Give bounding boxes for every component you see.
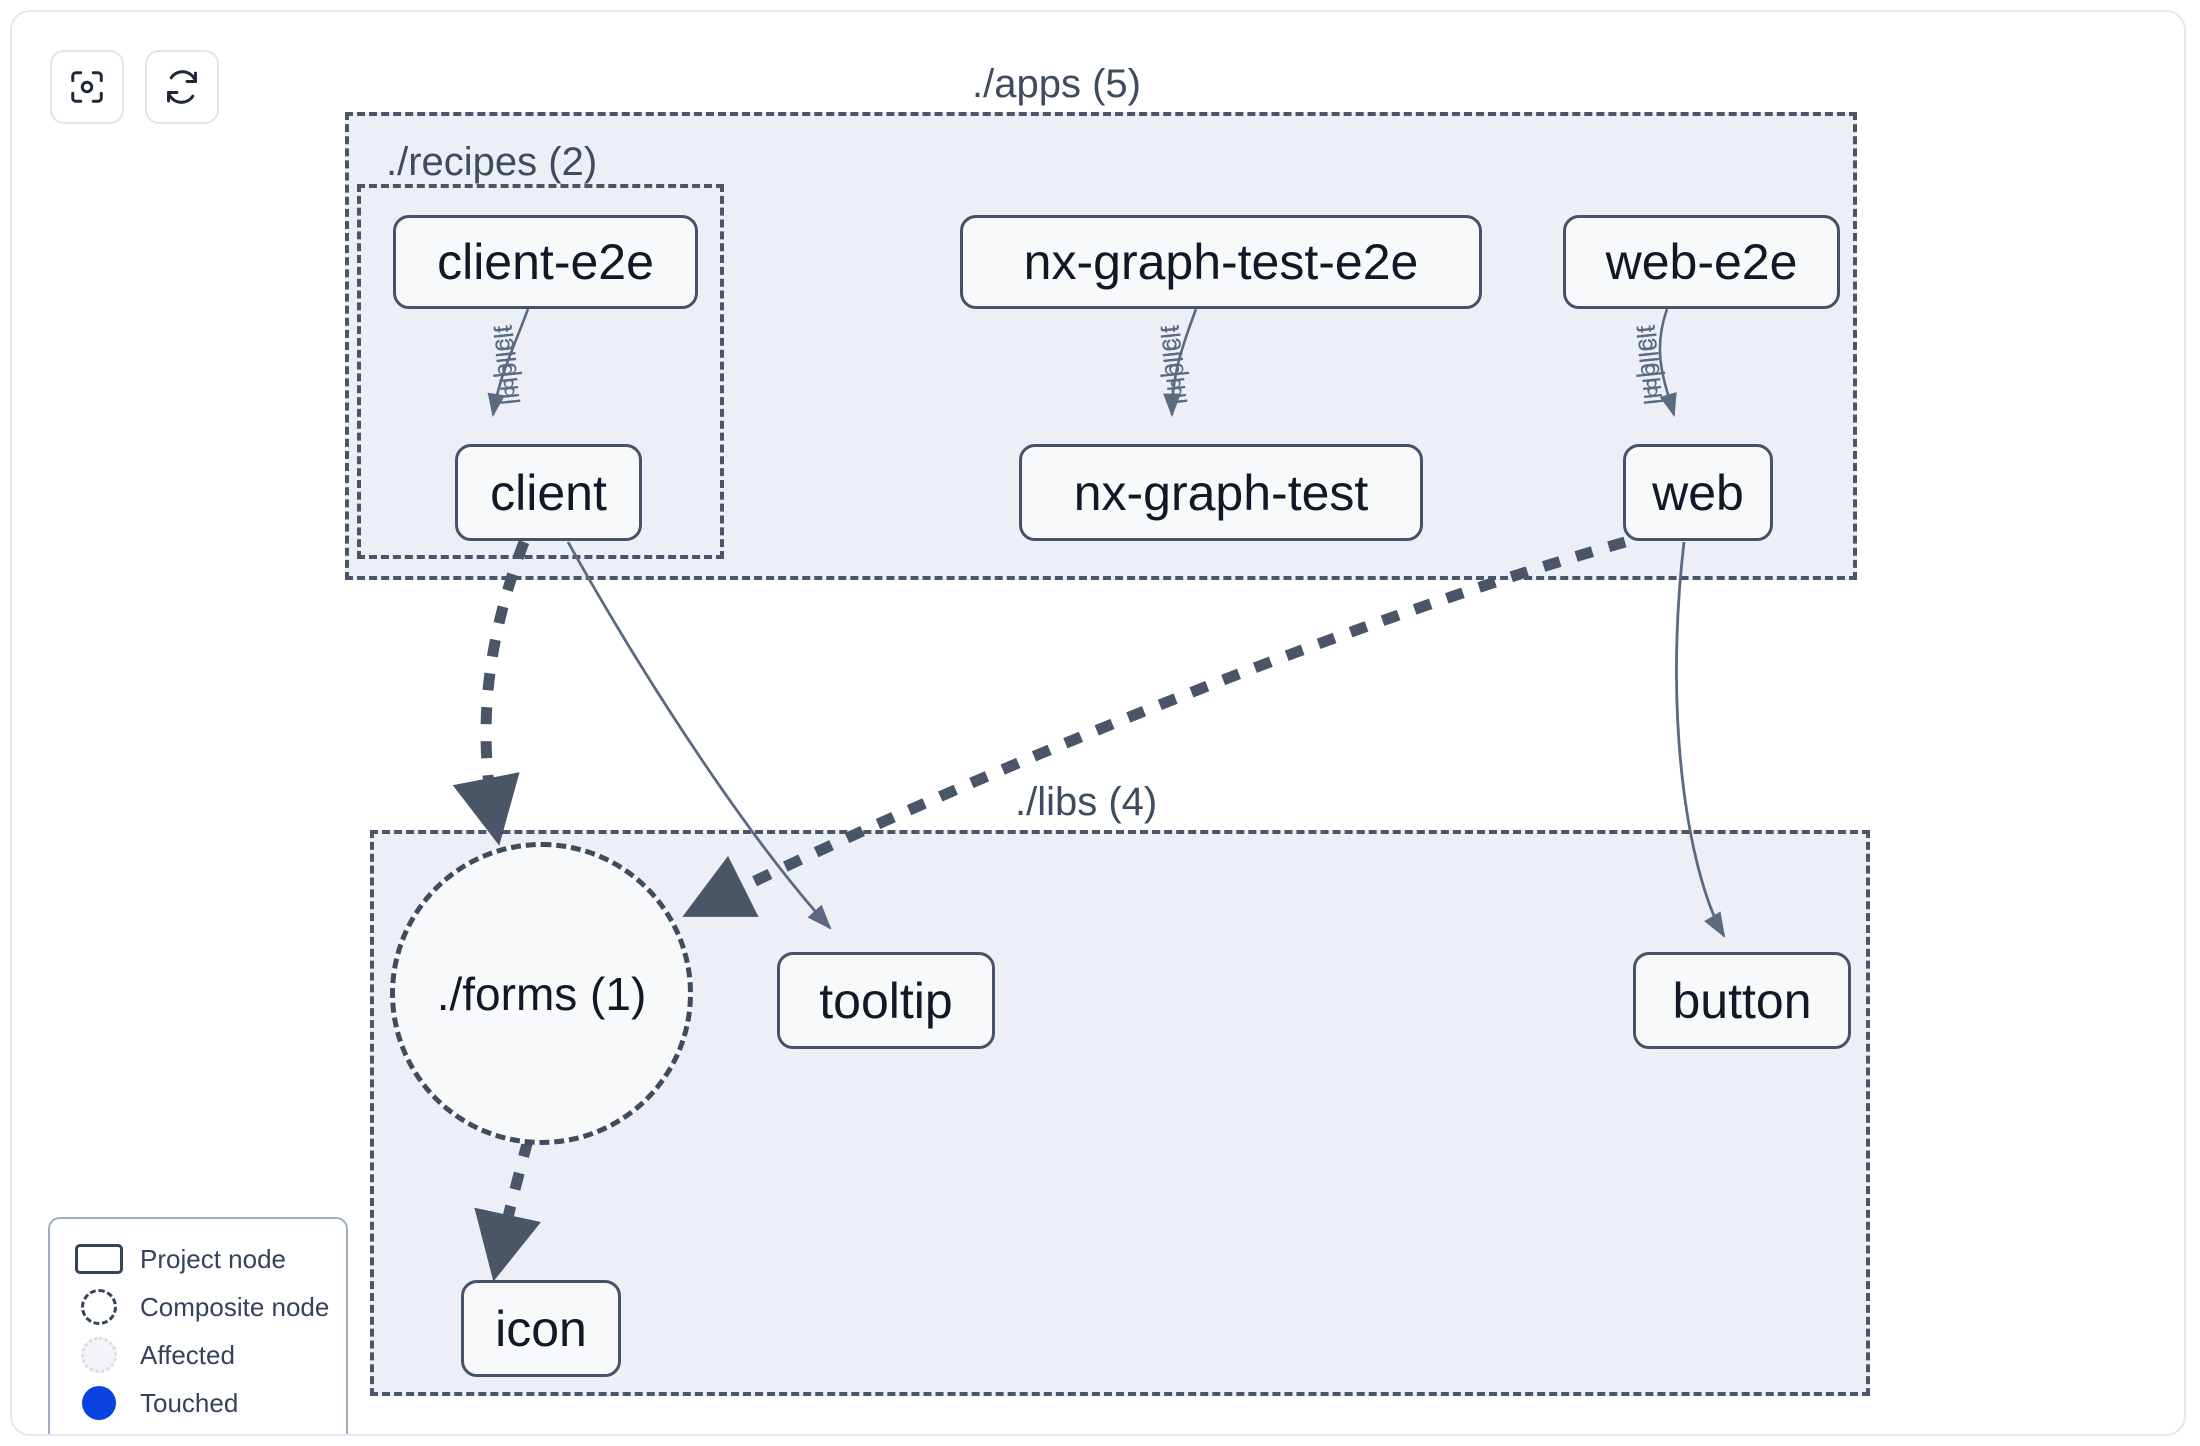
graph-toolbar — [50, 50, 219, 124]
group-libs-label: ./libs (4) — [1015, 780, 1158, 824]
affected-swatch — [68, 1337, 130, 1373]
legend-label-touched: Touched — [140, 1387, 239, 1418]
touched-swatch — [68, 1386, 130, 1420]
edge-client-to-forms — [452, 540, 530, 846]
node-nx-graph-test-e2e[interactable]: nx-graph-test-e2e — [960, 215, 1482, 309]
refresh-sync-icon — [163, 68, 201, 106]
node-client-e2e[interactable]: client-e2e — [393, 215, 698, 309]
legend-label-affected: Affected — [140, 1339, 235, 1370]
graph-legend: Project node Composite node Affected Tou… — [48, 1217, 348, 1434]
node-nx-graph-test[interactable]: nx-graph-test — [1019, 444, 1423, 541]
refresh-graph-button[interactable] — [145, 50, 219, 124]
node-tooltip[interactable]: tooltip — [777, 952, 995, 1049]
legend-item-composite-node: Composite node — [68, 1283, 330, 1331]
group-recipes-label: ./recipes (2) — [386, 140, 598, 184]
legend-item-project-node: Project node — [68, 1235, 328, 1283]
group-apps-label: ./apps (5) — [972, 62, 1141, 106]
focus-target-icon — [68, 68, 106, 106]
legend-label-project-node: Project node — [140, 1243, 286, 1274]
project-node-swatch — [68, 1244, 130, 1274]
node-icon[interactable]: icon — [461, 1280, 621, 1377]
legend-label-composite-node: Composite node — [140, 1291, 330, 1322]
node-button[interactable]: button — [1633, 952, 1851, 1049]
composite-node-swatch — [68, 1289, 130, 1325]
node-forms-composite[interactable]: ./forms (1) — [390, 842, 693, 1145]
project-graph-canvas[interactable]: ./apps (5) ./recipes (2) ./libs (4) — [12, 12, 2184, 1434]
legend-item-touched: Touched — [68, 1379, 328, 1427]
focus-graph-button[interactable] — [50, 50, 124, 124]
graph-card: ./apps (5) ./recipes (2) ./libs (4) — [10, 10, 2186, 1436]
node-client[interactable]: client — [455, 444, 642, 541]
node-web-e2e[interactable]: web-e2e — [1563, 215, 1840, 309]
node-web[interactable]: web — [1623, 444, 1773, 541]
legend-item-affected: Affected — [68, 1331, 328, 1379]
